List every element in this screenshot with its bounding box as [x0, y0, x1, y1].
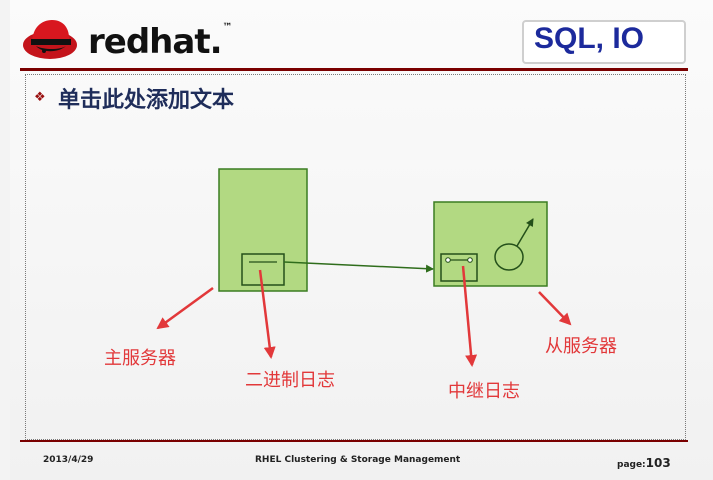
sql-thread-circle — [494, 243, 524, 271]
relay-log-label: 中继日志 — [448, 381, 520, 402]
slave-server-label: 从服务器 — [545, 336, 617, 357]
footer-date: 2013/4/29 — [43, 455, 94, 465]
binary-log-label: 二进制日志 — [245, 370, 335, 391]
replication-arrow — [283, 261, 434, 273]
slave-pointer-arrow — [538, 291, 572, 326]
master-server-label: 主服务器 — [104, 348, 176, 369]
redhat-logo — [23, 20, 77, 59]
window-edge — [0, 0, 10, 480]
relay-log-dot-right — [467, 257, 473, 263]
sql-thread-arrow — [516, 218, 534, 247]
header-rule — [20, 68, 688, 71]
title-box — [522, 20, 686, 64]
page-value: 103 — [645, 456, 671, 470]
page-label: page: — [617, 460, 646, 470]
footer-course: RHEL Clustering & Storage Management — [255, 455, 461, 465]
relay-pointer-arrow — [461, 265, 478, 367]
redhat-wordmark: redhat.™ — [88, 22, 232, 62]
content-heading[interactable]: 单击此处添加文本 — [58, 88, 235, 113]
bullet-icon: ❖ — [34, 90, 46, 105]
relay-log-dot-left — [445, 257, 451, 263]
footer-rule — [20, 440, 688, 442]
master-pointer-arrow — [156, 286, 214, 330]
shadowman-icon — [23, 20, 77, 59]
content-placeholder[interactable] — [25, 74, 686, 440]
page-number: page:103 — [617, 452, 671, 471]
slide-title: SQL, IO — [534, 22, 645, 55]
binlog-pointer-arrow — [258, 269, 276, 359]
binary-log-box — [241, 253, 285, 286]
